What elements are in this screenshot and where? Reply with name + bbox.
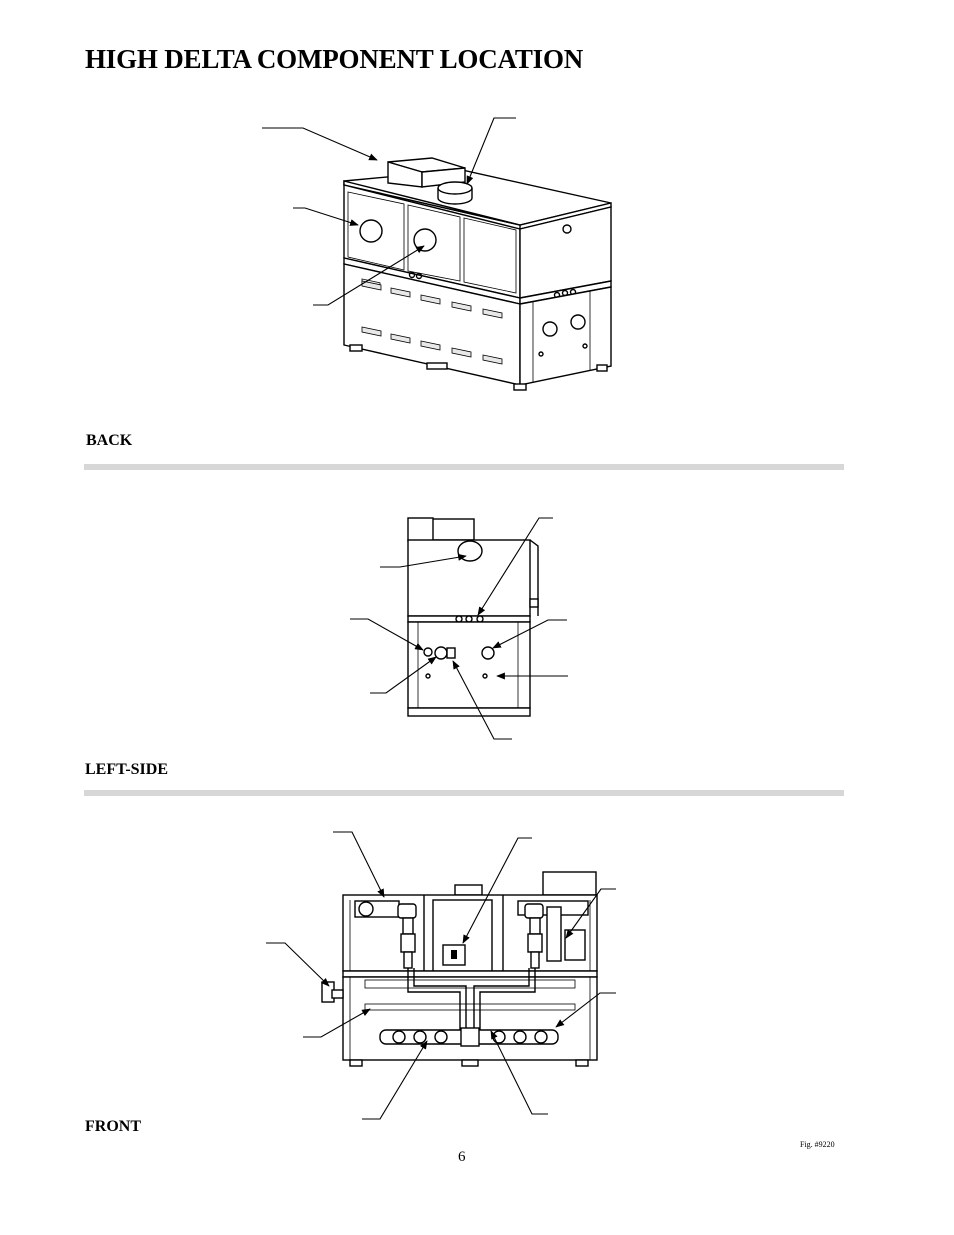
figure-reference: Fig. #9220: [800, 1140, 835, 1149]
section-divider-left-side: [84, 790, 844, 796]
section-label-left-side: LEFT-SIDE: [85, 761, 168, 778]
page-number: 6: [458, 1149, 466, 1165]
section-divider-back: [84, 464, 844, 470]
front-view-diagram: [266, 831, 616, 1120]
section-label-back: BACK: [86, 432, 133, 449]
back-view-diagram: [262, 117, 612, 391]
page-title: HIGH DELTA COMPONENT LOCATION: [85, 44, 584, 74]
left-side-view-diagram: [350, 517, 568, 740]
section-label-front: FRONT: [85, 1118, 141, 1135]
